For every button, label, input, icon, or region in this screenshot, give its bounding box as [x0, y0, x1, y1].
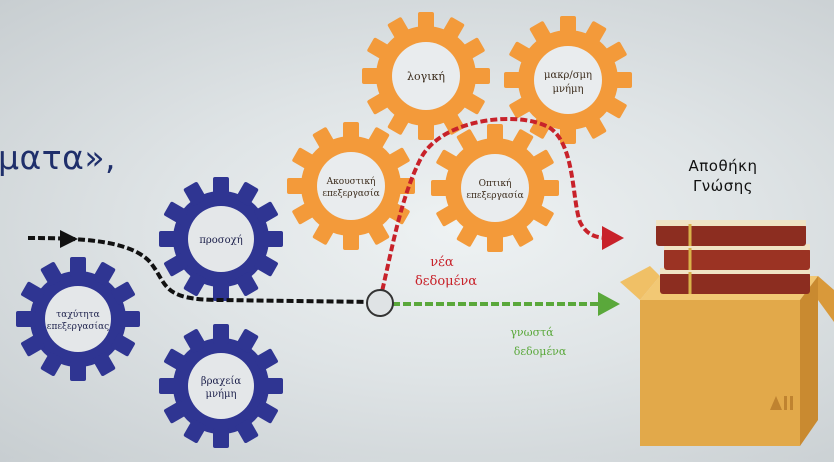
store-title-line-2: Γνώσης	[692, 177, 754, 195]
gear-logic-label: λογική	[407, 70, 445, 83]
gear-acoustic: Ακουστική επεξεργασία	[287, 122, 415, 250]
new-data-arrowhead	[602, 226, 624, 250]
gear-optic-label-2: επεξεργασία	[466, 190, 523, 201]
gear-attention-label: προσοχή	[199, 235, 242, 246]
gear-long-memory: μακρ/σμη μνήμη	[504, 16, 632, 144]
known-data-label-2: δεδομένα	[514, 345, 567, 358]
gear-acoustic-label-2: επεξεργασία	[322, 188, 379, 199]
gear-acoustic-label-1: Ακουστική	[326, 176, 376, 187]
slide-partial-text: ματα»,	[0, 138, 117, 177]
decision-node	[366, 289, 394, 317]
box-symbol-icon	[770, 396, 793, 410]
books-stack	[656, 220, 810, 294]
gear-short-memory-label-1: βραχεία	[201, 376, 242, 387]
gear-optic-label-1: Οπτική	[479, 178, 512, 189]
new-data-label-2: δεδομένα	[415, 274, 477, 289]
gear-short-memory-label-2: μνήμη	[205, 389, 236, 400]
new-data-label-1: νέα	[430, 255, 454, 270]
new-data-path	[378, 117, 613, 301]
gear-short-memory: βραχεία μνήμη	[159, 324, 283, 448]
knowledge-store-box	[620, 220, 834, 446]
gear-optic: Οπτική επεξεργασία	[431, 124, 559, 252]
gear-logic: λογική	[362, 12, 490, 140]
known-data-label-1: γνωστά	[510, 326, 554, 339]
gear-fast-label-1: ταχύτητα	[56, 309, 99, 320]
gear-long-memory-label-2: μνήμη	[552, 84, 583, 95]
input-arrowhead	[60, 230, 78, 248]
store-title-line-1: Αποθήκη	[688, 157, 758, 175]
gear-fast-processing: ταχύτητα επεξεργασίας	[16, 257, 140, 381]
known-data-arrowhead	[598, 292, 620, 316]
knowledge-store-title: Αποθήκη Γνώσης	[660, 156, 786, 196]
gear-long-memory-label-1: μακρ/σμη	[544, 70, 592, 81]
gear-fast-label-2: επεξεργασίας	[47, 321, 109, 332]
gear-attention: προσοχή	[159, 177, 283, 301]
